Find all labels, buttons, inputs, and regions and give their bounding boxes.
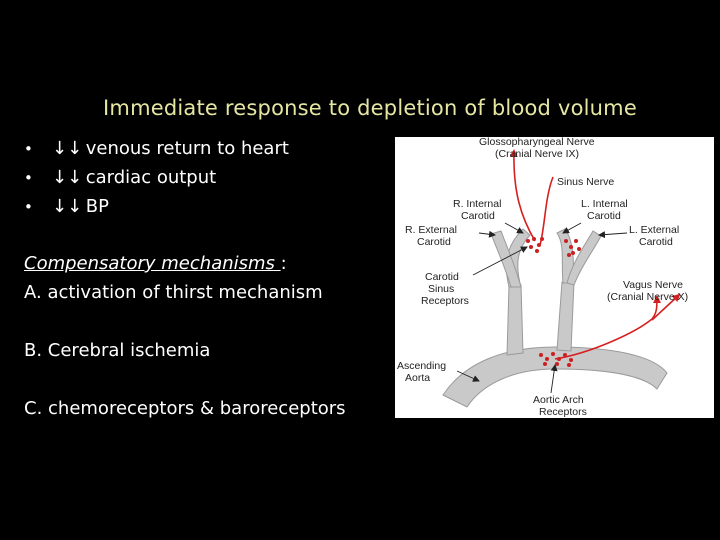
- label-pointers: [456, 222, 628, 394]
- vessels: [442, 228, 668, 408]
- bullet-marker: •: [24, 169, 33, 187]
- mechanism-item-a: A. activation of thirst mechanism: [24, 282, 323, 303]
- mechanism-item-c: C. chemoreceptors & baroreceptors: [24, 398, 346, 419]
- label-sinus-nerve: Sinus Nerve: [557, 176, 614, 188]
- compensatory-heading-colon: :: [280, 253, 287, 274]
- mechanism-item-b: B. Cerebral ischemia: [24, 340, 211, 361]
- label-r-internal-carotid: Carotid: [461, 210, 495, 222]
- label-cranial-nerve-x: (Cranial Nerve X): [607, 291, 688, 303]
- label-aorta: Aorta: [405, 372, 430, 384]
- bullet-text: cardiac output: [85, 167, 217, 188]
- left-common-carotid: [556, 281, 575, 352]
- right-common-carotid: [506, 284, 524, 356]
- double-down-arrow-icon: ↓↓: [52, 138, 83, 159]
- bullet-text: BP: [85, 196, 109, 217]
- label-r-internal: R. Internal: [453, 198, 501, 210]
- label-sinus: Sinus: [428, 283, 454, 295]
- vagus-nerve-branch: [651, 293, 681, 321]
- glossopharyngeal-nerve: [509, 149, 536, 242]
- label-carotid: Carotid: [425, 271, 459, 283]
- bullet-marker: •: [24, 140, 33, 158]
- nerve-paths: [509, 149, 681, 360]
- compensatory-heading-label: Compensatory mechanisms: [24, 253, 281, 274]
- bullet-marker: •: [24, 198, 33, 216]
- sinus-nerve: [539, 176, 554, 246]
- bullet-item: • ↓↓ cardiac output: [24, 165, 289, 194]
- right-external-carotid: [490, 230, 522, 288]
- bullet-item: • ↓↓ BP: [24, 194, 289, 223]
- label-l-external: L. External: [629, 224, 679, 236]
- label-vagus-nerve: Vagus Nerve: [623, 279, 683, 291]
- label-l-internal: L. Internal: [581, 198, 628, 210]
- double-down-arrow-icon: ↓↓: [52, 196, 83, 217]
- double-down-arrow-icon: ↓↓: [52, 167, 83, 188]
- label-r-external-carotid: Carotid: [417, 236, 451, 248]
- label-r-external: R. External: [405, 224, 457, 236]
- baroreceptor-diagram-figure: Glossopharyngeal Nerve (Cranial Nerve IX…: [397, 137, 688, 418]
- bullet-item: • ↓↓ venous return to heart: [24, 136, 289, 165]
- label-l-external-carotid: Carotid: [639, 236, 673, 248]
- bullet-text: venous return to heart: [85, 138, 289, 159]
- label-glossopharyngeal-nerve: Glossopharyngeal Nerve: [479, 137, 595, 148]
- label-cranial-nerve-ix: (Cranial Nerve IX): [495, 148, 579, 160]
- label-aortic-arch: Aortic Arch: [533, 394, 584, 406]
- label-aortic-receptors: Receptors: [539, 406, 587, 418]
- compensatory-heading: Compensatory mechanisms :: [24, 253, 287, 274]
- label-receptors: Receptors: [421, 295, 469, 307]
- slide-title: Immediate response to depletion of blood…: [103, 96, 637, 120]
- vagus-nerve: [554, 295, 661, 360]
- label-l-internal-carotid: Carotid: [587, 210, 621, 222]
- diagram-labels: Glossopharyngeal Nerve (Cranial Nerve IX…: [397, 137, 688, 418]
- bullet-list: • ↓↓ venous return to heart • ↓↓ cardiac o…: [24, 136, 289, 223]
- label-ascending: Ascending: [397, 360, 446, 372]
- baroreceptor-diagram: Glossopharyngeal Nerve (Cranial Nerve IX…: [395, 137, 714, 418]
